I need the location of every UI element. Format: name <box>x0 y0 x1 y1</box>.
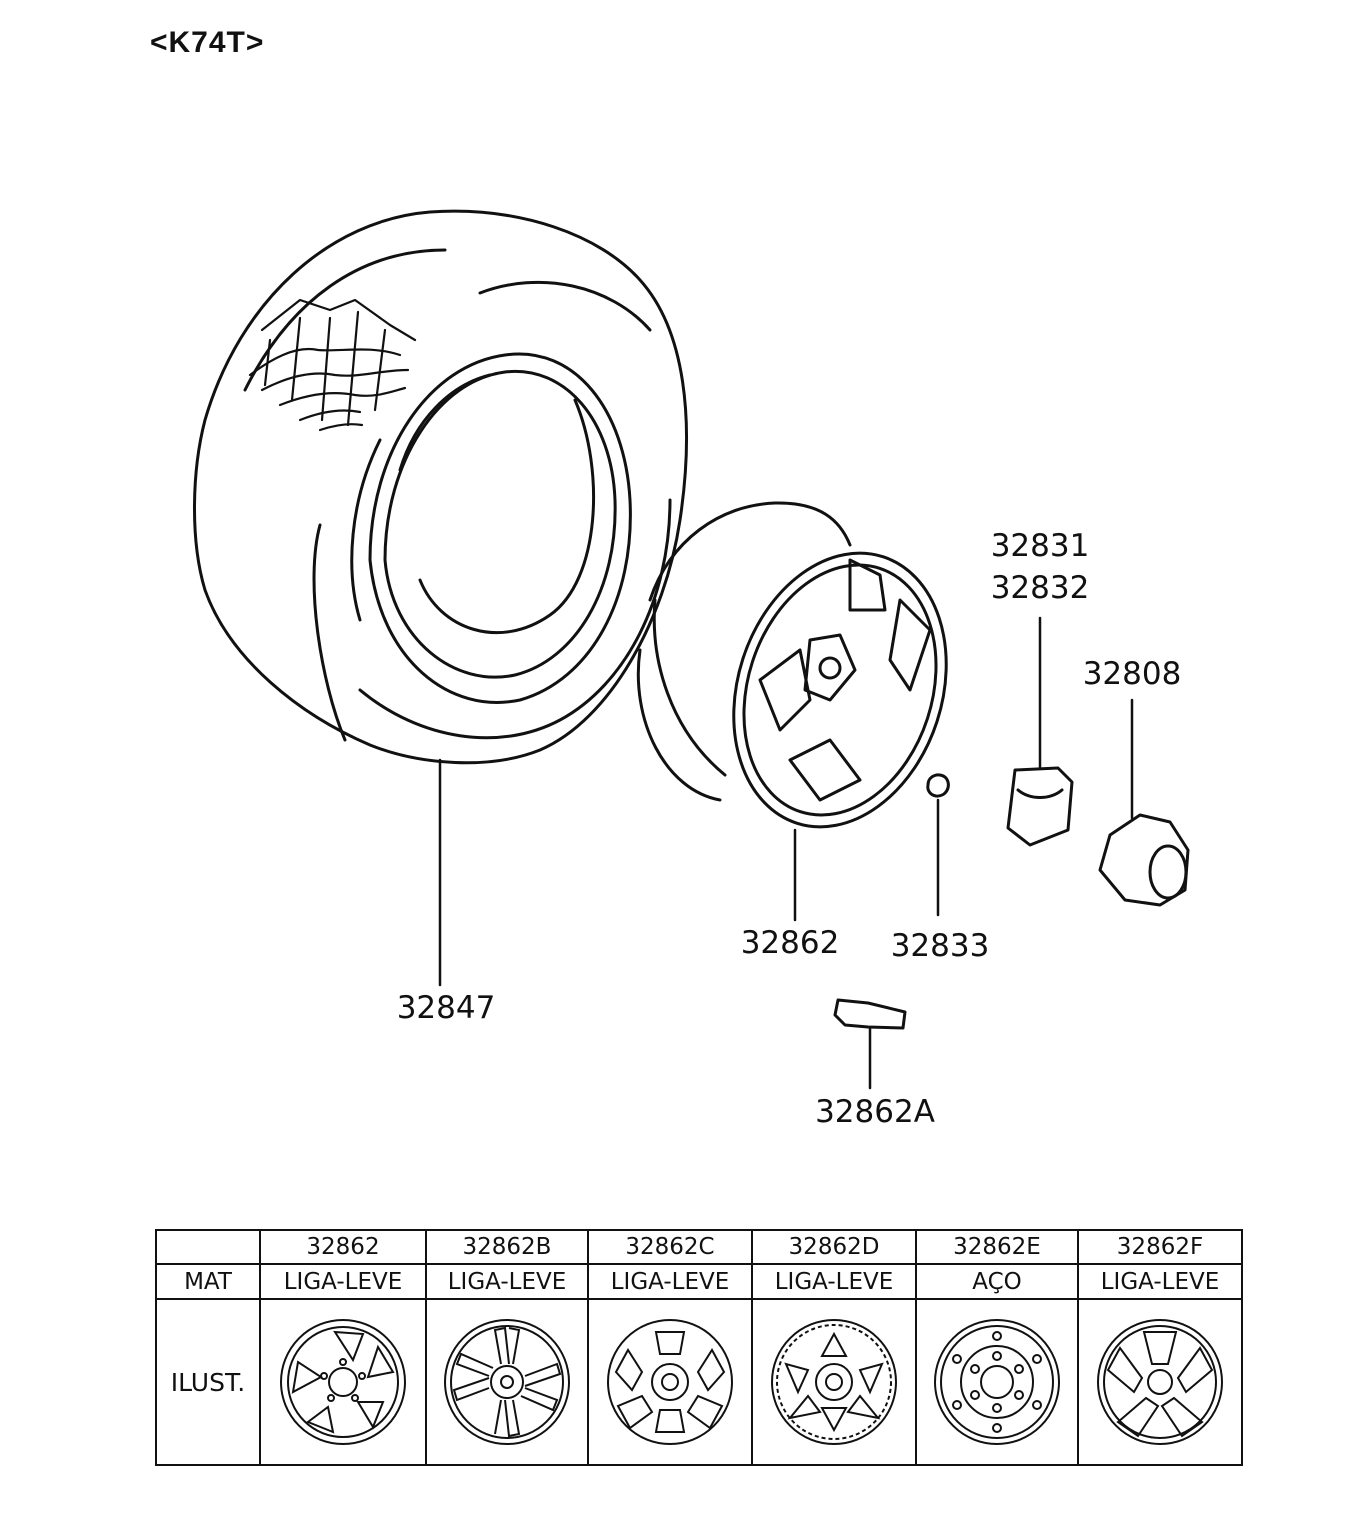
col-part: 32862D <box>751 1229 917 1265</box>
alloy-wheel-5-spoke-icon <box>280 1319 406 1445</box>
hub-cap-drawing <box>1098 698 1190 907</box>
exploded-view <box>193 209 1190 1090</box>
wheel-drawing <box>636 501 948 922</box>
col-material: LIGA-LEVE <box>587 1263 753 1300</box>
col-material: LIGA-LEVE <box>259 1263 427 1300</box>
col-illustration <box>915 1298 1079 1466</box>
cap-drawing <box>1006 616 1074 847</box>
col-illustration <box>259 1298 427 1466</box>
col-part: 32862F <box>1077 1229 1243 1265</box>
label-hub-cap: 32808 <box>1082 656 1182 692</box>
col-material: AÇO <box>915 1263 1079 1300</box>
col-material: LIGA-LEVE <box>425 1263 589 1300</box>
nut-drawing <box>926 773 950 917</box>
alloy-wheel-split-spoke-icon <box>444 1319 570 1445</box>
col-material: LIGA-LEVE <box>751 1263 917 1300</box>
col-material: LIGA-LEVE <box>1077 1263 1243 1300</box>
diagram-code: <K74T> <box>150 26 265 59</box>
steel-wheel-icon <box>934 1319 1060 1445</box>
col-illustration <box>751 1298 917 1466</box>
valve-drawing <box>833 998 907 1090</box>
label-wheel: 32862 <box>740 925 840 961</box>
label-valve: 32862A <box>815 1094 935 1130</box>
label-cap-b: 32832 <box>990 570 1090 606</box>
alloy-wheel-6-spoke-icon <box>1097 1319 1223 1445</box>
wheel-reference-table: 32862 32862B 32862C 32862D 32862E 32862F… <box>155 1229 1243 1466</box>
alloy-wheel-6-window-ring-icon <box>771 1319 897 1445</box>
col-part: 32862E <box>915 1229 1079 1265</box>
label-cap-a: 32831 <box>990 528 1090 564</box>
row-mat-label: MAT <box>155 1263 261 1300</box>
row-ilust-label: ILUST. <box>155 1298 261 1466</box>
col-part: 32862 <box>259 1229 427 1265</box>
col-part: 32862B <box>425 1229 589 1265</box>
alloy-wheel-6-window-icon <box>607 1319 733 1445</box>
col-illustration <box>425 1298 589 1466</box>
tire-drawing <box>193 209 688 987</box>
col-illustration <box>1077 1298 1243 1466</box>
label-tire: 32847 <box>396 990 496 1026</box>
table-corner <box>155 1229 261 1265</box>
col-part: 32862C <box>587 1229 753 1265</box>
label-nut: 32833 <box>890 928 990 964</box>
col-illustration <box>587 1298 753 1466</box>
